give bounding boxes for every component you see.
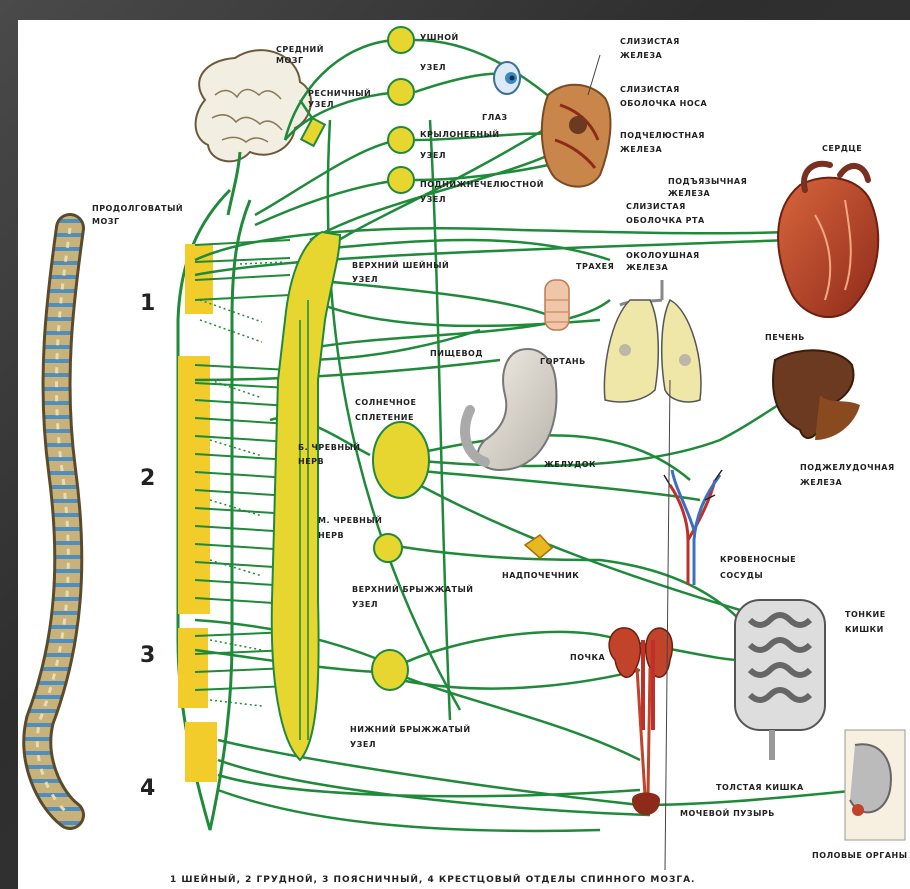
label-midbrain-2: МОЗГ [276, 56, 304, 65]
label-inf-mesenteric-2: УЗЕЛ [350, 740, 376, 749]
label-sublingual-1: ПОДЪЯЗЫЧНАЯ [668, 177, 747, 186]
segment-number-4: 4 [140, 776, 155, 801]
genital-organs [845, 730, 905, 840]
label-small-splanch-1: М. ЧРЕВНЫЙ [318, 514, 382, 525]
vertebral-column [37, 228, 70, 815]
label-mouth-1: СЛИЗИСТАЯ [626, 202, 686, 211]
label-eye: ГЛАЗ [482, 113, 508, 122]
larynx [545, 280, 569, 330]
stomach [465, 349, 557, 470]
label-midbrain-1: СРЕДНИЙ [276, 43, 324, 54]
label-larynx: ГОРТАНЬ [540, 357, 586, 366]
label-medulla-1: ПРОДОЛГОВАТЫЙ [92, 202, 183, 213]
sacral-segment [185, 722, 217, 782]
label-bladder: МОЧЕВОЙ ПУЗЫРЬ [680, 807, 775, 818]
label-solar-1: СОЛНЕЧНОЕ [355, 398, 416, 407]
label-medulla-2: МОЗГ [92, 217, 120, 226]
label-sup-mesenteric-1: ВЕРХНИЙ БРЫЖЖАТЫЙ [352, 583, 473, 594]
sympathetic-trunk [272, 232, 340, 760]
label-submand-node-2: УЗЕЛ [420, 195, 446, 204]
label-sup-cervical-1: ВЕРХНИЙ ШЕЙНЫЙ [352, 259, 449, 270]
label-ciliary-1: РЕСНИЧНЫЙ [308, 87, 371, 98]
segment-number-3: 3 [140, 643, 155, 668]
label-adrenal: НАДПОЧЕЧНИК [502, 571, 579, 580]
eye [494, 62, 520, 94]
label-big-splanch-1: Б. ЧРЕВНЫЙ [298, 441, 361, 452]
label-parotid-1: ОКОЛОУШНАЯ [626, 251, 700, 260]
segment-number-1: 1 [140, 291, 155, 316]
label-submand-node-1: ПОДНИЖНЕЧЕЛЮСТНОЙ [420, 178, 544, 189]
lungs [604, 280, 701, 402]
adrenal-gland [525, 535, 552, 558]
label-sublingual-2: ЖЕЛЕЗА [668, 189, 711, 198]
label-nasal-2: ОБОЛОЧКА НОСА [620, 99, 707, 108]
label-otic-2: УЗЕЛ [420, 63, 446, 72]
label-pterygo-2: УЗЕЛ [420, 151, 446, 160]
label-submand-gland-2: ЖЕЛЕЗА [620, 145, 663, 154]
label-ciliary-2: УЗЕЛ [308, 100, 334, 109]
blood-vessels [664, 470, 722, 585]
label-pterygo-1: КРЫЛОНЕБНЫЙ [420, 128, 500, 139]
head-section [542, 85, 611, 187]
label-pancreas-2: ЖЕЛЕЗА [800, 478, 843, 487]
label-small-intestine-1: ТОНКИЕ [845, 610, 886, 619]
label-vessels-1: КРОВЕНОСНЫЕ [720, 555, 796, 564]
thoracic-segment [178, 356, 210, 614]
small-intestine [735, 600, 825, 760]
liver [773, 350, 860, 440]
label-liver: ПЕЧЕНЬ [765, 333, 805, 342]
label-sup-cervical-2: УЗЕЛ [352, 275, 378, 284]
label-small-splanch-2: НЕРВ [318, 531, 344, 540]
label-nasal-1: СЛИЗИСТАЯ [620, 85, 680, 94]
label-lacrimal-1: СЛИЗИСТАЯ [620, 37, 680, 46]
label-parotid-2: ЖЕЛЕЗА [626, 263, 669, 272]
label-submand-gland-1: ПОДЧЕЛЮСТНАЯ [620, 131, 705, 140]
label-solar-2: СПЛЕТЕНИЕ [355, 413, 414, 422]
label-mouth-2: ОБОЛОЧКА РТА [626, 216, 705, 225]
label-sup-mesenteric-2: УЗЕЛ [352, 600, 378, 609]
label-trachea: ТРАХЕЯ [576, 262, 614, 271]
label-kidney: ПОЧКА [570, 653, 606, 662]
label-pancreas-1: ПОДЖЕЛУДОЧНАЯ [800, 463, 895, 472]
urinary-system [609, 628, 672, 815]
label-heart: СЕРДЦЕ [822, 144, 862, 153]
label-big-splanch-2: НЕРВ [298, 457, 324, 466]
label-vessels-2: СОСУДЫ [720, 571, 763, 580]
caption: 1 ШЕЙНЫЙ, 2 ГРУДНОЙ, 3 ПОЯСНИЧНЫЙ, 4 КРЕ… [170, 873, 695, 885]
heart [778, 164, 878, 317]
label-lacrimal-2: ЖЕЛЕЗА [620, 51, 663, 60]
label-genitals: ПОЛОВЫЕ ОРГАНЫ [812, 851, 908, 860]
label-large-intestine: ТОЛСТАЯ КИШКА [716, 783, 804, 792]
label-inf-mesenteric-1: НИЖНИЙ БРЫЖЖАТЫЙ [350, 723, 471, 734]
lumbar-segment [178, 628, 208, 708]
label-otic-1: УШНОЙ [420, 31, 459, 42]
label-small-intestine-2: КИШКИ [845, 625, 884, 634]
label-stomach: ЖЕЛУДОК [544, 460, 596, 469]
segment-number-2: 2 [140, 466, 155, 491]
label-esophagus: ПИЩЕВОД [430, 349, 483, 358]
